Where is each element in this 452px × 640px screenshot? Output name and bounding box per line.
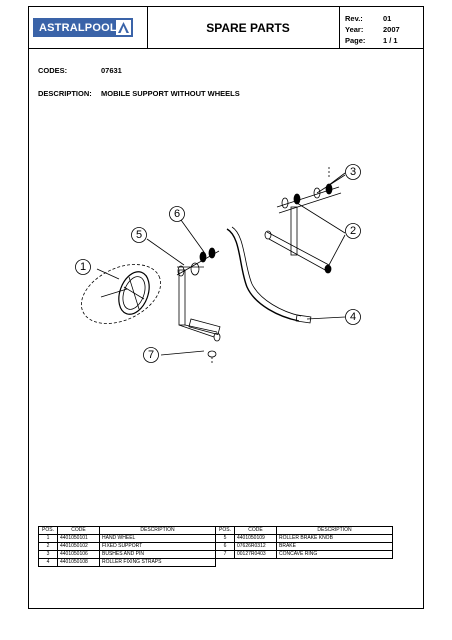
- page-label: Page:: [345, 36, 366, 45]
- empty-cell: [216, 559, 235, 567]
- part-code: 07626R0312: [234, 542, 277, 551]
- part-desc: BUSHES AND PIN: [99, 550, 216, 559]
- callout-circle: [345, 164, 361, 180]
- logo-text: ASTRALPOOL: [39, 21, 117, 34]
- codes-label: CODES:: [38, 66, 68, 75]
- callout-2: 2: [350, 225, 356, 237]
- brake-bar: [226, 228, 300, 322]
- table-row: 2 4401050102 FIXED SUPPORT 6 07626R0312 …: [38, 542, 393, 551]
- callout-7: 7: [148, 349, 154, 361]
- parts-table: POS. CODE DESCRIPTION POS. CODE DESCRIPT…: [38, 526, 393, 567]
- description-line: DESCRIPTION: MOBILE SUPPORT WITHOUT WHEE…: [38, 89, 240, 98]
- callout-circle: [169, 206, 185, 222]
- col-header: DESCRIPTION: [276, 526, 393, 535]
- table-row: 4 4401050108 ROLLER FIXING STRAPS: [38, 558, 393, 567]
- rev-value: 01: [383, 14, 392, 23]
- callout-circle: [75, 259, 91, 275]
- astralpool-logo: ASTRALPOOL: [33, 18, 133, 37]
- part-desc: HAND WHEEL: [99, 534, 216, 543]
- header-divider: [147, 7, 148, 49]
- callout-5: 5: [136, 229, 142, 241]
- part-code: 00127R0403: [234, 550, 277, 559]
- description-label: DESCRIPTION:: [38, 89, 92, 98]
- part-code: 4401050108: [57, 558, 100, 567]
- part-pos: 1: [38, 534, 58, 543]
- sheet-header: ASTRALPOOL SPARE PARTS Rev.: 01 Year: 2007…: [29, 7, 423, 49]
- part-pos: 6: [215, 542, 235, 551]
- col-header: CODE: [234, 526, 277, 535]
- fixed-support-post: [178, 269, 186, 326]
- table-row: 1 4401050101 HAND WHEEL 5 4401050109 ROL…: [38, 534, 393, 543]
- spare-parts-sheet: ASTRALPOOL SPARE PARTS Rev.: 01 Year: 2007…: [28, 6, 424, 609]
- col-header: POS.: [215, 526, 235, 535]
- callout-6: 6: [174, 208, 180, 220]
- callout-3: 3: [350, 166, 356, 178]
- callout-4: 4: [350, 311, 356, 323]
- callout-circle: [345, 223, 361, 239]
- part-pos: 7: [215, 550, 235, 559]
- col-header: CODE: [57, 526, 100, 535]
- hand-wheel: [118, 271, 150, 315]
- empty-cell: [235, 559, 277, 567]
- description-value: MOBILE SUPPORT WITHOUT WHEELS: [101, 89, 240, 98]
- part-desc: CONCAVE RING: [276, 550, 393, 559]
- col-header: POS.: [38, 526, 58, 535]
- col-header: DESCRIPTION: [99, 526, 216, 535]
- empty-cell: [277, 559, 393, 567]
- part-code: 4401050106: [57, 550, 100, 559]
- part-code: 4401050109: [234, 534, 277, 543]
- page-value: 1 / 1: [383, 36, 398, 45]
- revision-block: Rev.: 01 Year: 2007 Page: 1 / 1: [345, 13, 413, 46]
- callout-1: 1: [80, 261, 86, 273]
- year-label: Year:: [345, 25, 364, 34]
- rev-label: Rev.:: [345, 14, 363, 23]
- table-header-row: POS. CODE DESCRIPTION POS. CODE DESCRIPT…: [38, 526, 393, 535]
- part-code: 4401050102: [57, 542, 100, 551]
- year-value: 2007: [383, 25, 400, 34]
- hand-wheel-outline: [80, 264, 162, 324]
- part-pos: 4: [38, 558, 58, 567]
- part-desc: BRAKE: [276, 542, 393, 551]
- part-desc: ROLLER BRAKE KNOB: [276, 534, 393, 543]
- codes-line: CODES: 07631: [38, 66, 122, 75]
- part-pos: 2: [38, 542, 58, 551]
- part-desc: FIXED SUPPORT: [99, 542, 216, 551]
- logo-mark-icon: [116, 20, 131, 35]
- part-pos: 3: [38, 550, 58, 559]
- page-title: SPARE PARTS: [206, 21, 290, 35]
- part-desc: ROLLER FIXING STRAPS: [99, 558, 216, 567]
- part-pos: 5: [215, 534, 235, 543]
- exploded-view-drawing: 1 2 3 4 5 6 7: [75, 164, 361, 365]
- header-divider: [339, 7, 340, 49]
- codes-value: 07631: [101, 66, 122, 75]
- part-code: 4401050101: [57, 534, 100, 543]
- table-row: 3 4401050106 BUSHES AND PIN 7 00127R0403…: [38, 550, 393, 559]
- callout-circle: [345, 309, 361, 325]
- callout-circle: [131, 227, 147, 243]
- callout-circle: [143, 347, 159, 363]
